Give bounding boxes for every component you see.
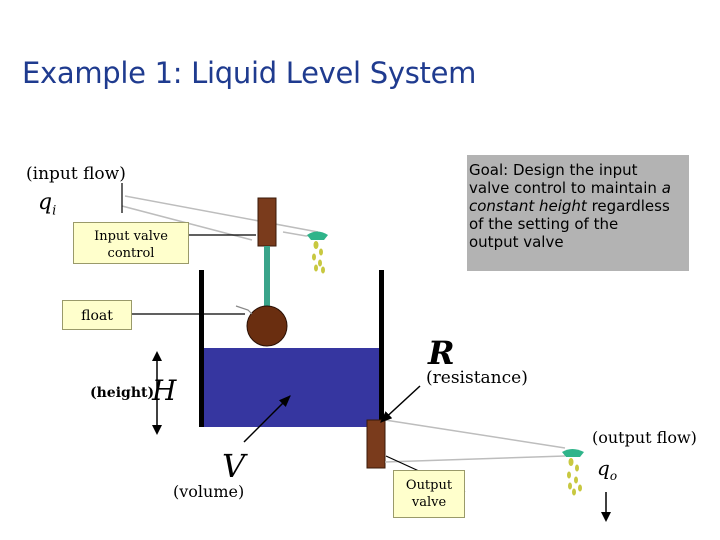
output-nozzle bbox=[562, 449, 584, 457]
V-symbol: V bbox=[222, 447, 246, 485]
volume-label: (volume) bbox=[173, 482, 245, 501]
goal-line-4: of the setting of the bbox=[469, 215, 619, 233]
resistance-pointer bbox=[380, 385, 421, 423]
resistance-label: (resistance) bbox=[426, 368, 528, 388]
float-box: float bbox=[62, 300, 132, 330]
height-arrow-bottom bbox=[152, 425, 162, 435]
qo-subscript: o bbox=[609, 469, 618, 483]
qi-symbol: qi bbox=[38, 190, 56, 218]
qo-symbol-q: q bbox=[597, 456, 610, 480]
output-flow-label: (output flow) bbox=[592, 428, 697, 447]
height-arrow-top bbox=[152, 351, 162, 361]
qi-symbol-q: q bbox=[38, 190, 53, 215]
output-valve-box: Output valve bbox=[393, 470, 465, 518]
goal-line-1: Goal: Design the input bbox=[469, 161, 638, 179]
input-flow-label: (input flow) bbox=[26, 164, 126, 184]
goal-emphasis-constant-height: constant height bbox=[469, 197, 587, 215]
qi-subscript: i bbox=[52, 203, 57, 219]
tank-right-wall bbox=[379, 270, 384, 427]
goal-line-2: valve control to maintain bbox=[469, 179, 662, 197]
output-valve-line-1: Output bbox=[405, 478, 453, 493]
goal-emphasis-a: a bbox=[661, 179, 671, 197]
height-label: (height) bbox=[90, 385, 155, 401]
qo-symbol: qo bbox=[597, 456, 617, 483]
input-valve bbox=[257, 197, 277, 247]
input-valve-control-line-2: control bbox=[107, 246, 155, 261]
output-valve-line-2: valve bbox=[411, 495, 447, 510]
goal-textbox: Goal: Design the input valve control to … bbox=[467, 155, 689, 271]
output-water-drops bbox=[567, 458, 582, 496]
R-symbol: R bbox=[428, 334, 455, 372]
output-pipe-bottom bbox=[384, 455, 566, 463]
output-pipe-top bbox=[384, 419, 566, 449]
H-symbol: H bbox=[152, 374, 177, 407]
input-pipe-top bbox=[124, 195, 319, 233]
goal-line-3: regardless bbox=[586, 197, 670, 215]
page-title: Example 1: Liquid Level System bbox=[22, 56, 477, 90]
float-ball bbox=[246, 305, 288, 347]
input-valve-control-line-1: Input valve bbox=[94, 229, 168, 244]
output-flow-arrowhead bbox=[601, 512, 611, 522]
goal-line-5: output valve bbox=[469, 233, 564, 251]
input-nozzle bbox=[307, 231, 328, 240]
tank-water bbox=[204, 348, 379, 427]
input-water-drops bbox=[312, 241, 325, 274]
tank-left-wall bbox=[199, 270, 204, 427]
input-valve-control-box: Input valve control bbox=[73, 222, 189, 264]
output-valve bbox=[366, 419, 386, 469]
volume-pointer bbox=[243, 395, 291, 443]
float-stem bbox=[264, 246, 270, 308]
float-pointer-hook bbox=[235, 305, 253, 315]
